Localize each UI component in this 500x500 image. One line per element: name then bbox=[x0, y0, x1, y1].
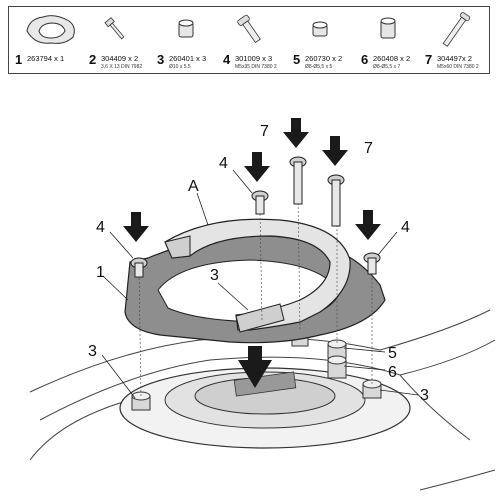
part-7: 7 304497x 2 M5x60 DIN 7380 2 bbox=[425, 7, 489, 73]
callout-4-center: 4 bbox=[219, 155, 228, 172]
part-spec: M5x60 DIN 7380 2 bbox=[437, 64, 479, 70]
tank-lock-ring bbox=[164, 218, 351, 333]
fuel-cap-flange bbox=[119, 367, 411, 449]
callout-4-right: 4 bbox=[401, 219, 410, 236]
part-code: 304497x 2 bbox=[437, 54, 473, 63]
callout-1: 1 bbox=[96, 264, 105, 281]
long-bolt-icon bbox=[442, 12, 471, 47]
callout-6: 6 bbox=[388, 364, 397, 381]
callout-5: 5 bbox=[388, 345, 397, 362]
spacer-icon bbox=[380, 17, 396, 39]
screw-icon bbox=[104, 17, 125, 40]
part-6: 6 260408 x 2 Ø8-Ø5,5 x 7 bbox=[359, 7, 423, 73]
bolt-7-left bbox=[289, 156, 307, 205]
callout-7-left: 7 bbox=[260, 123, 269, 140]
part-code: 260401 x 3 bbox=[169, 54, 207, 63]
part-4: 4 301009 x 3 M5x35 DIN 7380 2 bbox=[221, 7, 289, 73]
down-arrow-icon bbox=[238, 346, 272, 388]
callout-3-center: 3 bbox=[210, 267, 219, 284]
part-3: 3 260401 x 3 Ø10 x 5.5 bbox=[157, 7, 219, 73]
callout-3-left: 3 bbox=[88, 343, 97, 360]
part-code: 260408 x 2 bbox=[373, 54, 411, 63]
bolt-4-right bbox=[363, 252, 381, 275]
part-number: 2 bbox=[89, 52, 97, 67]
spacer-icon bbox=[312, 21, 328, 37]
part-number: 4 bbox=[223, 52, 231, 67]
part-number: 3 bbox=[157, 52, 165, 67]
leader-lines bbox=[101, 169, 419, 399]
part-code: 304409 x 2 bbox=[101, 54, 139, 63]
down-arrow-icon bbox=[322, 136, 348, 166]
part-spec: Ø10 x 5.5 bbox=[169, 64, 191, 70]
parts-legend: 1 263794 x 1 2 304409 x 2 3,6 X 13 DIN 7… bbox=[8, 6, 490, 74]
spacer-5 bbox=[327, 339, 347, 359]
part-2: 2 304409 x 2 3,6 X 13 DIN 7982 bbox=[87, 7, 153, 73]
part-1: 1 263794 x 1 bbox=[13, 7, 83, 73]
part-spec: M5x35 DIN 7380 2 bbox=[235, 64, 277, 70]
bolt-icon bbox=[237, 14, 261, 44]
down-arrow-icon bbox=[283, 118, 309, 148]
part-code: 263794 x 1 bbox=[27, 54, 65, 63]
down-arrow-icon bbox=[355, 210, 381, 240]
callout-3-right: 3 bbox=[420, 387, 429, 404]
down-arrow-icon bbox=[244, 152, 270, 182]
bolt-4-center bbox=[251, 190, 269, 215]
part-number: 6 bbox=[361, 52, 369, 67]
part-number: 1 bbox=[15, 52, 23, 67]
spacer-icon bbox=[178, 19, 194, 38]
part-number: 7 bbox=[425, 52, 433, 67]
callout-4-left: 4 bbox=[96, 219, 105, 236]
part-code: 260730 x 2 bbox=[305, 54, 343, 63]
part-spec: 3,6 X 13 DIN 7982 bbox=[101, 64, 143, 70]
arrows bbox=[123, 118, 381, 388]
bolt-4-left bbox=[130, 257, 148, 278]
down-arrow-icon bbox=[123, 212, 149, 242]
bolt-7-right bbox=[327, 174, 345, 227]
part-number: 5 bbox=[293, 52, 301, 67]
guide-lines bbox=[138, 194, 373, 397]
part-code: 301009 x 3 bbox=[235, 54, 273, 63]
callout-7-right: 7 bbox=[364, 140, 373, 157]
callout-a: A bbox=[188, 178, 199, 195]
part-5: 5 260730 x 2 Ø8-Ø5,5 x 5 bbox=[291, 7, 357, 73]
part-spec: Ø8-Ø5,5 x 7 bbox=[373, 64, 401, 70]
part-spec: Ø8-Ø5,5 x 5 bbox=[305, 64, 333, 70]
spacer-6 bbox=[327, 355, 347, 379]
spacer-3-left bbox=[131, 391, 151, 411]
assembly-diagram: A 1 3 3 3 4 4 4 5 6 7 7 bbox=[29, 118, 496, 491]
plate-icon bbox=[26, 15, 75, 44]
